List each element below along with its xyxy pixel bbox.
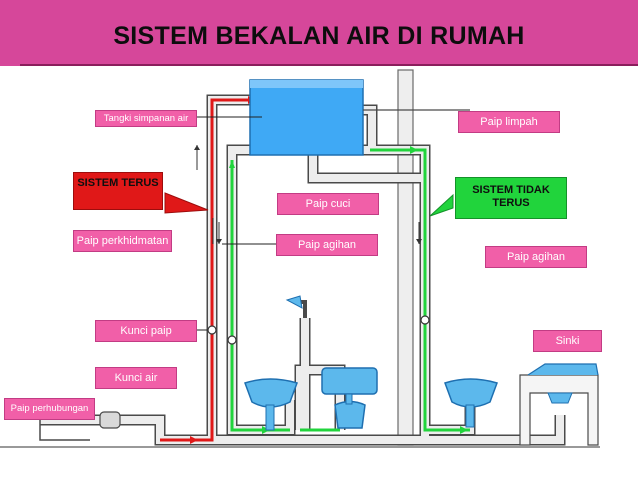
terus-pointer xyxy=(164,192,209,214)
up-arrow xyxy=(194,145,200,150)
label-paip-cuci: Paip cuci xyxy=(277,193,379,215)
toilet-bowl xyxy=(334,400,366,429)
connecting-pipe xyxy=(39,420,90,441)
label-sistem-terus: SISTEM TERUS xyxy=(73,172,163,210)
tank-water-surface xyxy=(250,80,363,88)
toilet-cistern xyxy=(321,367,378,395)
wall-column xyxy=(397,69,414,446)
valve-right-green xyxy=(420,315,430,325)
wash-basin-left xyxy=(244,378,298,408)
direct-system-line xyxy=(160,98,248,442)
toilet-pipe xyxy=(345,393,353,405)
wash-basin-right xyxy=(444,378,498,408)
stop-valve xyxy=(207,325,217,335)
label-kunci-paip: Kunci paip xyxy=(95,320,197,342)
green-arrowhead-sink xyxy=(460,426,468,434)
basin-pedestal-right xyxy=(465,404,475,428)
label-paip-agihan-tengah: Paip agihan xyxy=(276,234,378,256)
label-sinki: Sinki xyxy=(533,330,602,352)
title-underline xyxy=(20,64,638,66)
page-title: SISTEM BEKALAN AIR DI RUMAH xyxy=(113,22,525,50)
red-arrowhead-base xyxy=(190,436,198,444)
sink-top xyxy=(527,363,599,376)
title-bar xyxy=(0,0,638,66)
storage-tank xyxy=(249,79,364,156)
green-arrowhead-right xyxy=(410,146,418,154)
label-sistem-tidak-terus: SISTEM TIDAK TERUS xyxy=(455,177,567,219)
shower-head xyxy=(285,295,303,309)
valve-left-green xyxy=(227,335,237,345)
label-paip-limpah: Paip limpah xyxy=(458,111,560,133)
label-tangki-simpanan-air: Tangki simpanan air xyxy=(95,110,197,127)
water-meter xyxy=(99,411,121,429)
sink-cabinet xyxy=(519,374,599,446)
label-paip-agihan-kanan: Paip agihan xyxy=(485,246,587,268)
down-arrow-left xyxy=(216,239,222,244)
label-paip-perkhidmatan: Paip perkhidmatan xyxy=(73,230,172,252)
tidak-terus-pointer xyxy=(429,193,454,217)
basin-pedestal-left xyxy=(265,404,275,431)
label-paip-perhubungan: Paip perhubungan xyxy=(4,398,95,420)
label-kunci-air: Kunci air xyxy=(95,367,177,389)
down-arrow-right xyxy=(416,239,422,244)
sink-bowl xyxy=(547,392,573,404)
green-arrowhead-left xyxy=(229,160,235,168)
